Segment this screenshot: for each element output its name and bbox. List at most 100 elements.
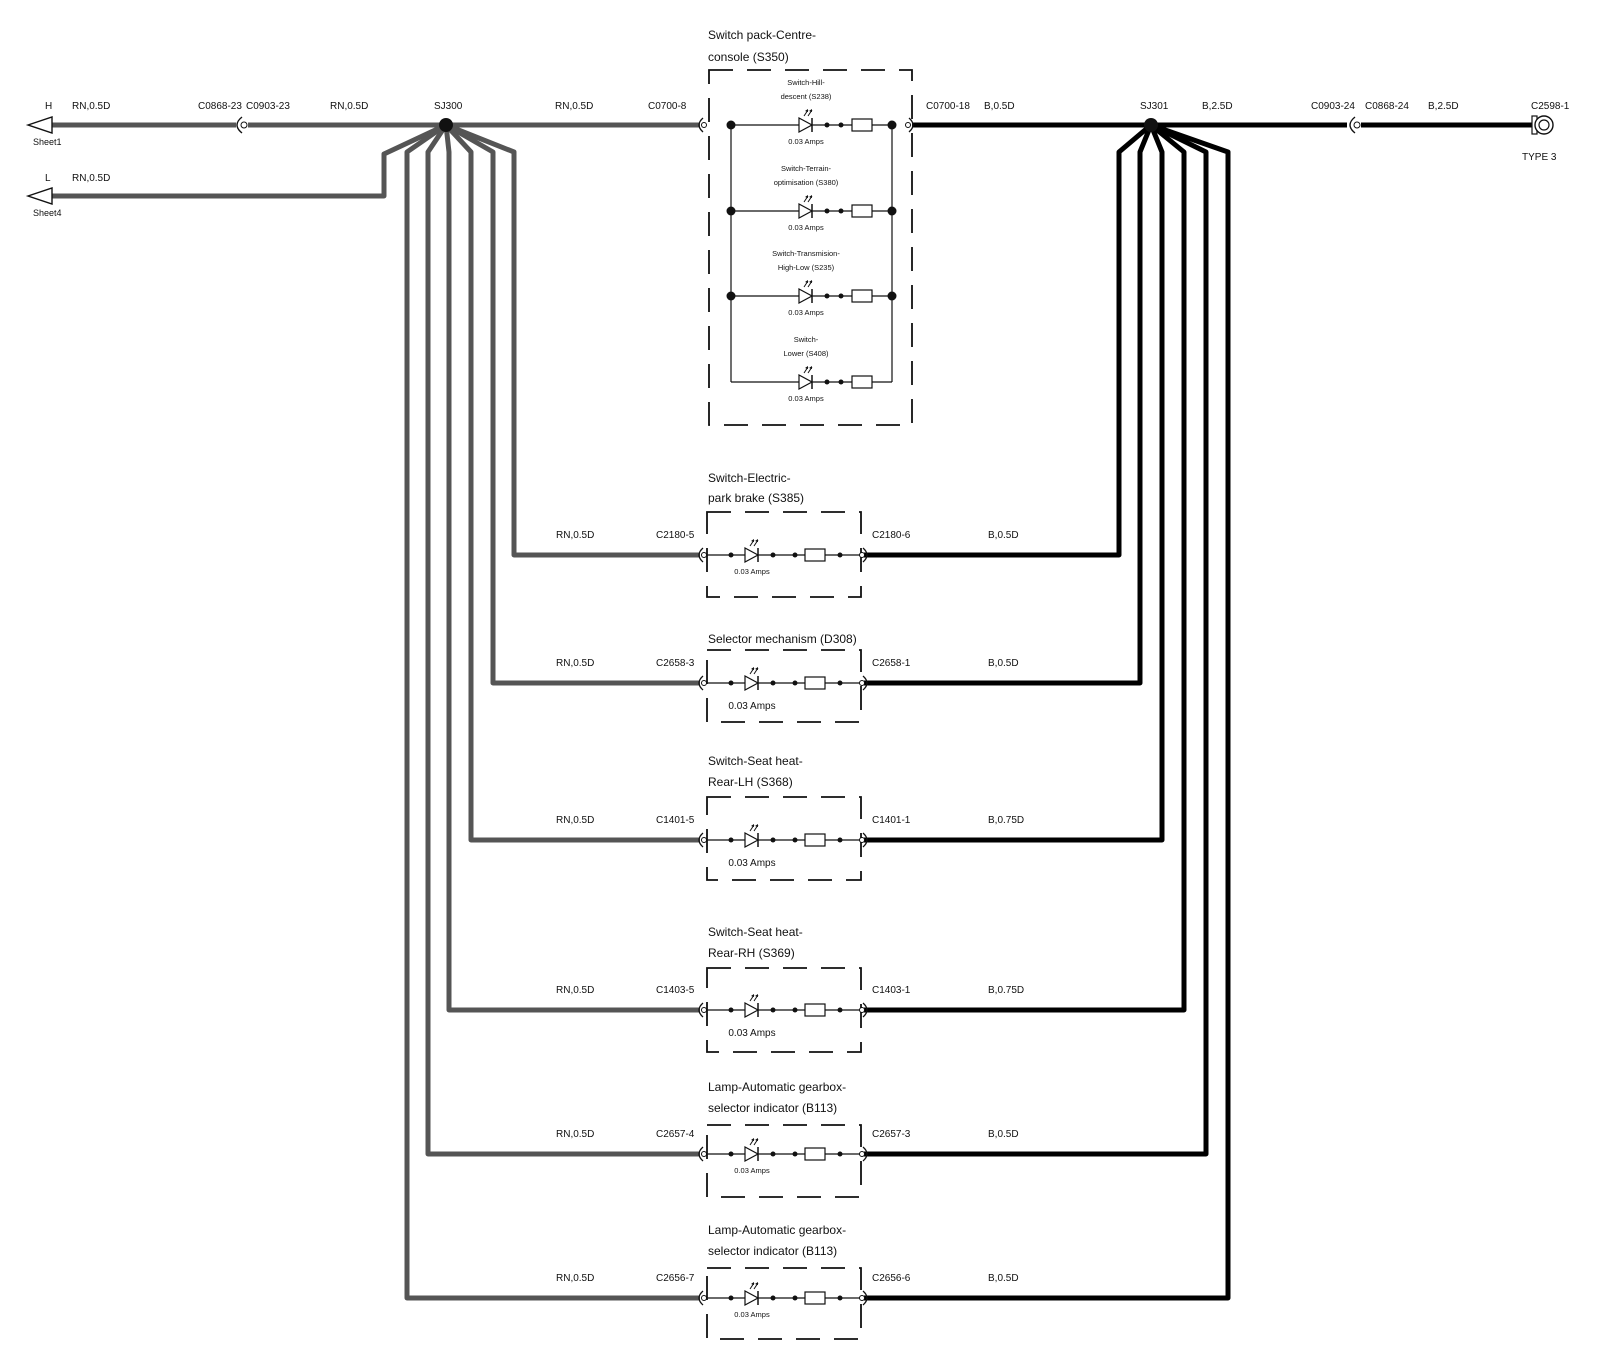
resistor-icon bbox=[851, 289, 873, 303]
amps-label: 0.03 Amps bbox=[734, 1166, 770, 1175]
amps-label: 0.03 Amps bbox=[734, 567, 770, 576]
wire-b-branch bbox=[864, 122, 1231, 1301]
connector-left bbox=[698, 547, 704, 563]
junction-dot bbox=[887, 206, 897, 216]
led-icon bbox=[739, 1137, 765, 1162]
c0903-24-label: C0903-24 bbox=[1311, 101, 1355, 112]
branch-title-1: Switch-Seat heat- bbox=[708, 754, 803, 768]
wire-b-branch bbox=[864, 124, 1165, 843]
junction-dot bbox=[887, 120, 897, 130]
node-dot bbox=[770, 680, 776, 686]
branch-rn-spec: RN,0.5D bbox=[556, 658, 594, 669]
switch-name-2: descent (S238) bbox=[781, 92, 832, 101]
connector-right bbox=[862, 832, 868, 848]
node-dot bbox=[824, 379, 830, 385]
branch-left-conn-label: C2658-3 bbox=[656, 658, 695, 669]
led-icon bbox=[793, 194, 819, 219]
connector-right-pin bbox=[859, 552, 865, 558]
connector-left bbox=[698, 675, 704, 691]
node-dot bbox=[792, 1007, 798, 1013]
sheet4-arrow-icon bbox=[25, 187, 53, 205]
c0700-18-label: C0700-18 bbox=[926, 101, 970, 112]
branch-title-2: Rear-RH (S369) bbox=[708, 946, 795, 960]
connector-right bbox=[862, 1002, 868, 1018]
c2598-1-label: C2598-1 bbox=[1531, 101, 1570, 112]
switch-name-1: Switch-Transmision- bbox=[772, 249, 840, 258]
node-dot bbox=[770, 837, 776, 843]
terminal-type-label: TYPE 3 bbox=[1522, 152, 1557, 163]
sheet1-letter: H bbox=[45, 101, 52, 112]
branch-left-conn-label: C1403-5 bbox=[656, 985, 695, 996]
right-wire2-spec: B,2.5D bbox=[1428, 101, 1459, 112]
branch-rn-spec: RN,0.5D bbox=[556, 1129, 594, 1140]
branch-title-1: Switch-Electric- bbox=[708, 471, 791, 485]
connector-c0700-18-pin bbox=[905, 122, 911, 128]
wire-rn-branch bbox=[404, 122, 700, 1301]
ground-terminal-core bbox=[1538, 119, 1550, 131]
branch-b-spec: B,0.5D bbox=[988, 1273, 1019, 1284]
branch-b-spec: B,0.75D bbox=[988, 985, 1024, 996]
branch-right-conn-label: C1401-1 bbox=[872, 815, 911, 826]
connector-c0700-8 bbox=[698, 117, 704, 133]
resistor-icon bbox=[804, 548, 826, 562]
amps-label: 0.03 Amps bbox=[734, 1310, 770, 1319]
wire-rn-branch bbox=[443, 124, 700, 1013]
led-icon bbox=[793, 108, 819, 133]
c0700-8-label: C0700-8 bbox=[648, 101, 687, 112]
inline-connector-pin-2 bbox=[1353, 121, 1361, 129]
connector-right-pin bbox=[859, 837, 865, 843]
wire-b-branch bbox=[864, 124, 1154, 686]
led-icon bbox=[739, 993, 765, 1018]
node-dot bbox=[792, 1295, 798, 1301]
branch-title-2: selector indicator (B113) bbox=[708, 1101, 837, 1115]
sj300-label: SJ300 bbox=[434, 101, 463, 112]
node-dot bbox=[770, 1295, 776, 1301]
node-dot bbox=[770, 1151, 776, 1157]
wire-spec-2: RN,0.5D bbox=[330, 101, 368, 112]
node-dot bbox=[837, 552, 843, 558]
connector-left-pin bbox=[701, 837, 707, 843]
node-dot bbox=[728, 1007, 734, 1013]
connector-left-pin bbox=[701, 1151, 707, 1157]
sheet1-label: Sheet1 bbox=[33, 137, 62, 147]
node-dot bbox=[838, 293, 844, 299]
branch-title-1: Lamp-Automatic gearbox- bbox=[708, 1080, 846, 1094]
connector-c0700-8-pin bbox=[701, 122, 707, 128]
connector-c0700-18 bbox=[908, 117, 914, 133]
wire-rn-branch bbox=[445, 122, 700, 558]
resistor-icon bbox=[851, 375, 873, 389]
conn-c0903-23-label: C0903-23 bbox=[246, 101, 290, 112]
sheet4-label: Sheet4 bbox=[33, 208, 62, 218]
connector-right-pin bbox=[859, 1007, 865, 1013]
resistor-icon bbox=[804, 676, 826, 690]
junction-dot bbox=[726, 291, 736, 301]
branch-title-2: Rear-LH (S368) bbox=[708, 775, 793, 789]
branch-frame bbox=[706, 1124, 862, 1198]
node-dot bbox=[728, 1151, 734, 1157]
junction-dot bbox=[726, 206, 736, 216]
branch-left-conn-label: C2656-7 bbox=[656, 1273, 695, 1284]
inline-connector-c0868-23 bbox=[236, 116, 243, 134]
wire-rn-branch bbox=[444, 123, 700, 843]
inline-connector-pin bbox=[240, 121, 248, 129]
branch-rn-spec: RN,0.5D bbox=[556, 530, 594, 541]
resistor-icon bbox=[851, 204, 873, 218]
resistor-icon bbox=[804, 1291, 826, 1305]
connector-left bbox=[698, 832, 704, 848]
led-icon bbox=[739, 666, 765, 691]
node-dot bbox=[837, 1007, 843, 1013]
sheet1-arrow-icon bbox=[25, 116, 53, 134]
splice-sj301-dot bbox=[1144, 118, 1158, 132]
branch-right-conn-label: C2657-3 bbox=[872, 1129, 911, 1140]
branch-right-conn-label: C2658-1 bbox=[872, 658, 911, 669]
led-icon bbox=[739, 538, 765, 563]
main-rn-spec: RN,0.5D bbox=[555, 101, 593, 112]
node-dot bbox=[837, 1295, 843, 1301]
switch-pack-frame bbox=[708, 69, 913, 426]
connector-right bbox=[862, 675, 868, 691]
branch-rn-spec: RN,0.5D bbox=[556, 1273, 594, 1284]
switch-pack-title-2: console (S350) bbox=[708, 50, 789, 64]
node-dot bbox=[824, 122, 830, 128]
